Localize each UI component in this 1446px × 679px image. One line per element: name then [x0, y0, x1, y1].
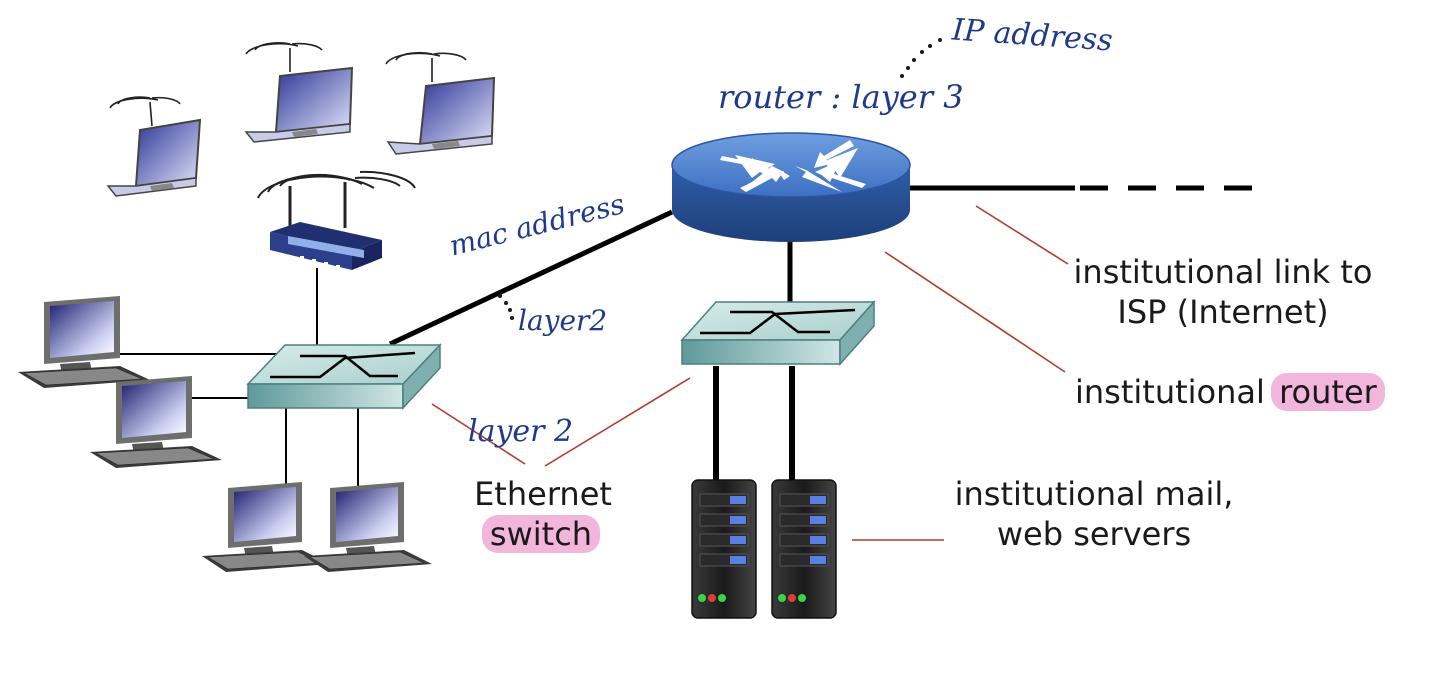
- desktop-computer-icon-3: [202, 482, 330, 572]
- wireless-access-point-icon: [257, 170, 416, 270]
- laptop-icon-2: [244, 42, 354, 143]
- web-server-icon: [771, 479, 837, 619]
- router-label-prefix: institutional: [1075, 373, 1265, 411]
- switch-label-line1: Ethernet: [474, 475, 612, 513]
- isp-link-label-line2: ISP (Internet): [1117, 293, 1329, 331]
- servers-label: institutional mail, web servers: [944, 474, 1244, 554]
- router-layer-annotation: router : layer 3: [718, 78, 964, 116]
- router-to-switch-link: [388, 209, 674, 347]
- switch-label-highlight: switch: [481, 515, 601, 553]
- ethernet-switch-icon: [246, 343, 442, 410]
- institutional-router-label: institutional router: [1075, 372, 1385, 412]
- isp-link-label-line1: institutional link to: [1073, 253, 1373, 291]
- laptop-icon-1: [106, 96, 202, 197]
- servers-label-line1: institutional mail,: [954, 475, 1234, 513]
- ethernet-switch-label: Ethernet switch: [458, 474, 628, 554]
- router-icon: [671, 132, 911, 242]
- desktop-computer-icon-2: [90, 376, 222, 468]
- desktop-computer-icon-4: [304, 482, 432, 572]
- annotation-dots: [498, 38, 942, 320]
- router-label-highlight: router: [1271, 373, 1385, 411]
- desktop-computer-icon-1: [18, 296, 150, 388]
- isp-link-label: institutional link to ISP (Internet): [1064, 252, 1382, 332]
- layer2-switch-annotation: layer 2: [468, 414, 574, 449]
- mail-server-icon: [691, 479, 757, 619]
- leader-lines: [431, 205, 1069, 541]
- links: [105, 185, 1255, 488]
- servers-label-line2: web servers: [996, 515, 1192, 553]
- laptop-icon-3: [385, 51, 496, 155]
- server-switch-icon: [680, 300, 876, 366]
- layer2-link-annotation: layer2: [518, 304, 608, 337]
